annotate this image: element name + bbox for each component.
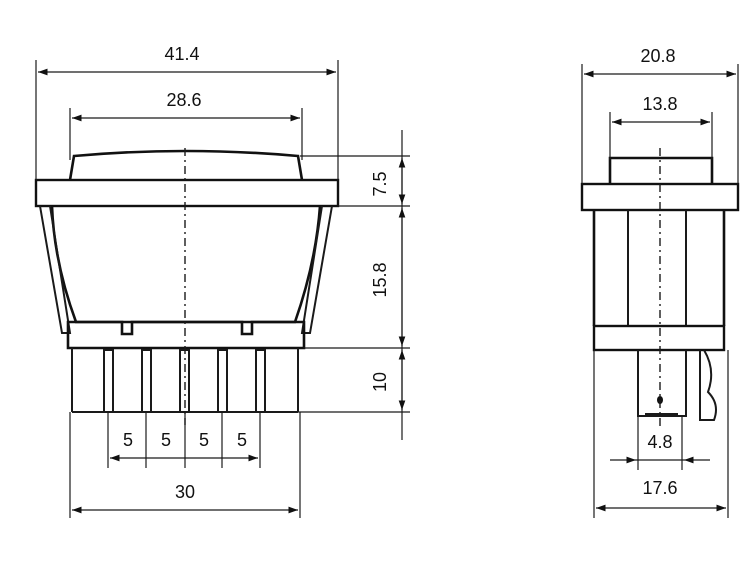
dim-side-terminal-width: 4.8: [610, 416, 710, 470]
dim-label: 41.4: [164, 44, 199, 64]
terminal: [103, 349, 114, 413]
side-base: [592, 324, 726, 352]
dim-vertical-stack: 7.5 15.8 10: [298, 130, 410, 440]
dim-label: 13.8: [642, 94, 677, 114]
front-base: [66, 320, 306, 350]
dim-side-base-width: 17.6: [593, 350, 729, 518]
dim-label: 17.6: [642, 478, 677, 498]
dim-label: 5: [123, 430, 133, 450]
terminal: [141, 349, 152, 413]
terminal: [255, 349, 266, 413]
dim-label: 10: [370, 372, 390, 392]
terminal: [217, 349, 228, 413]
front-body: [50, 205, 322, 324]
front-spring-right: [300, 205, 333, 334]
dim-rocker-width: 28.6: [69, 90, 303, 160]
front-rocker: [68, 149, 304, 181]
dim-terminal-pitch: 5 5 5 5: [107, 412, 261, 468]
front-spring-left: [39, 205, 72, 334]
dim-label: 4.8: [647, 432, 672, 452]
dim-label: 5: [199, 430, 209, 450]
dim-label: 28.6: [166, 90, 201, 110]
dim-label: 5: [161, 430, 171, 450]
dim-label: 30: [175, 482, 195, 502]
dim-label: 20.8: [640, 46, 675, 66]
front-view: 41.4 28.6 7.5 15.8 10: [34, 44, 410, 518]
dim-label: 7.5: [370, 171, 390, 196]
side-rocker: [608, 156, 714, 184]
side-terminal-block: [637, 350, 687, 417]
side-view: 20.8 13.8 4.8 17.6: [580, 46, 740, 518]
dim-side-overall-width: 20.8: [581, 46, 739, 184]
dim-label: 15.8: [370, 262, 390, 297]
side-body: [592, 210, 726, 326]
dim-label: 5: [237, 430, 247, 450]
front-flange: [34, 178, 340, 208]
dim-base-width: 30: [69, 412, 301, 518]
side-terminal-spring: [699, 349, 717, 421]
dim-side-rocker-width: 13.8: [609, 94, 713, 160]
dim-overall-width: 41.4: [35, 44, 339, 180]
